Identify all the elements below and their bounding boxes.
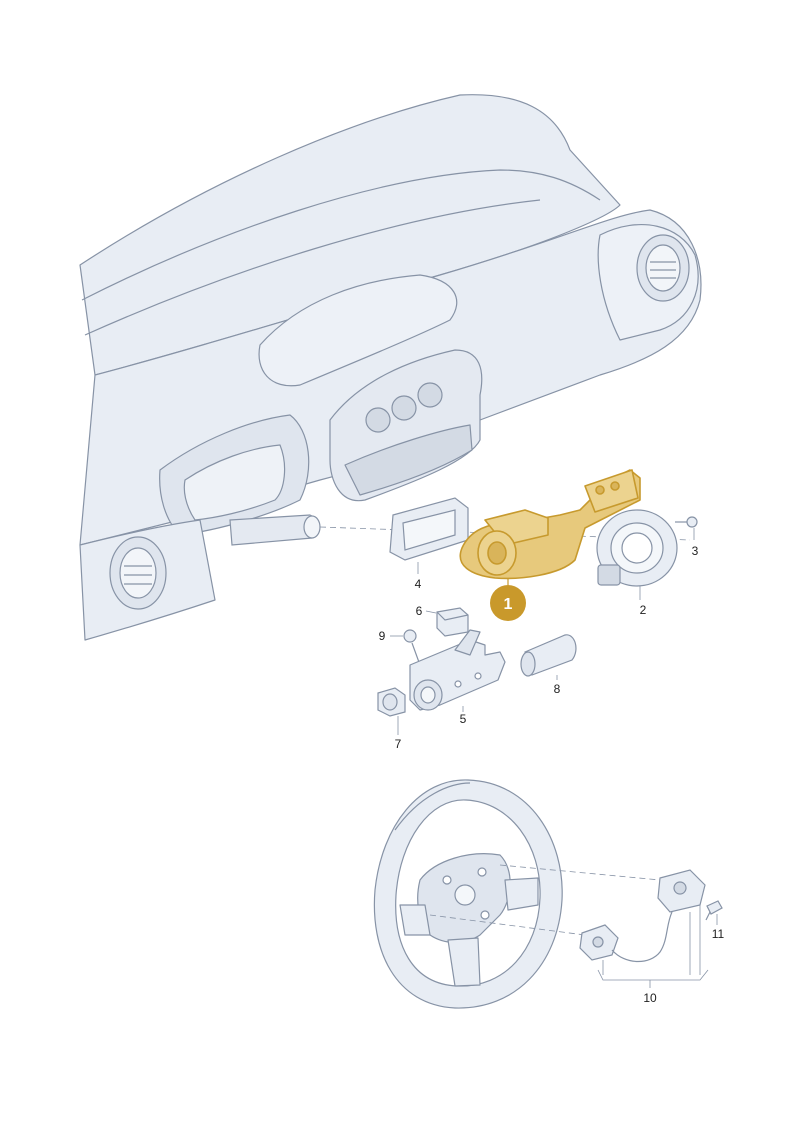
highlight-badge-circle xyxy=(490,585,526,621)
part-2-clock-spring xyxy=(596,509,678,600)
hub-bolt-hole xyxy=(480,910,490,920)
callout-7: 7 xyxy=(395,737,402,751)
steering-wheel-left-spoke xyxy=(399,904,431,936)
part-1-steering-column-switch xyxy=(459,469,641,580)
callout-10: 10 xyxy=(643,991,657,1005)
hub-bolt-hole xyxy=(477,867,487,877)
center-console-lower-panel xyxy=(344,424,473,496)
button-wiring xyxy=(611,911,673,963)
right-air-vent-inner xyxy=(645,244,681,292)
callout-9: 9 xyxy=(379,629,386,643)
center-vent-3 xyxy=(417,382,443,408)
steering-wheel-illustration xyxy=(373,779,563,1009)
part-8-sleeve xyxy=(520,634,577,680)
hub-bolt-hole xyxy=(442,875,452,885)
part-3-screw xyxy=(675,516,698,540)
steering-column-shaft xyxy=(229,514,321,546)
callout-6: 6 xyxy=(416,604,423,618)
callout-3: 3 xyxy=(692,544,699,558)
part-6-sensor xyxy=(425,607,469,637)
part-10-multifunction-buttons xyxy=(579,869,709,988)
center-vent-1 xyxy=(365,407,391,433)
part-7-lock-cylinder xyxy=(377,687,406,735)
part-9-screw xyxy=(390,629,421,666)
callout-4: 4 xyxy=(415,577,422,591)
guide-line-right-button xyxy=(499,864,661,881)
dashboard-top-crease xyxy=(81,169,601,301)
part-4-bracket xyxy=(389,497,469,574)
part-5-lock-housing xyxy=(409,629,506,712)
column-shaft-end xyxy=(303,515,321,539)
steering-wheel-center xyxy=(454,884,476,906)
callout-8: 8 xyxy=(554,682,561,696)
steering-wheel-rim-highlight xyxy=(394,782,471,831)
callout-5: 5 xyxy=(460,712,467,726)
dashboard-top-crease-2 xyxy=(84,199,541,336)
guide-line-left-button xyxy=(429,914,586,936)
callout-11: 11 xyxy=(712,927,725,941)
left-air-vent-inner xyxy=(119,547,157,599)
part-1-callout-badge: 1 xyxy=(490,578,526,621)
part-11-screw xyxy=(705,900,723,925)
steering-wheel-right-spoke xyxy=(504,877,539,911)
highlight-badge-number: 1 xyxy=(504,596,513,613)
column-shroud-inner xyxy=(183,444,286,521)
callout-2: 2 xyxy=(640,603,647,617)
center-vent-2 xyxy=(391,395,417,421)
dashboard-upper-panel xyxy=(258,274,458,387)
callout-labels: 2 3 4 5 6 7 8 9 10 11 xyxy=(379,544,725,1005)
steering-wheel-lower-spoke xyxy=(447,937,481,987)
air-vents xyxy=(109,234,690,610)
